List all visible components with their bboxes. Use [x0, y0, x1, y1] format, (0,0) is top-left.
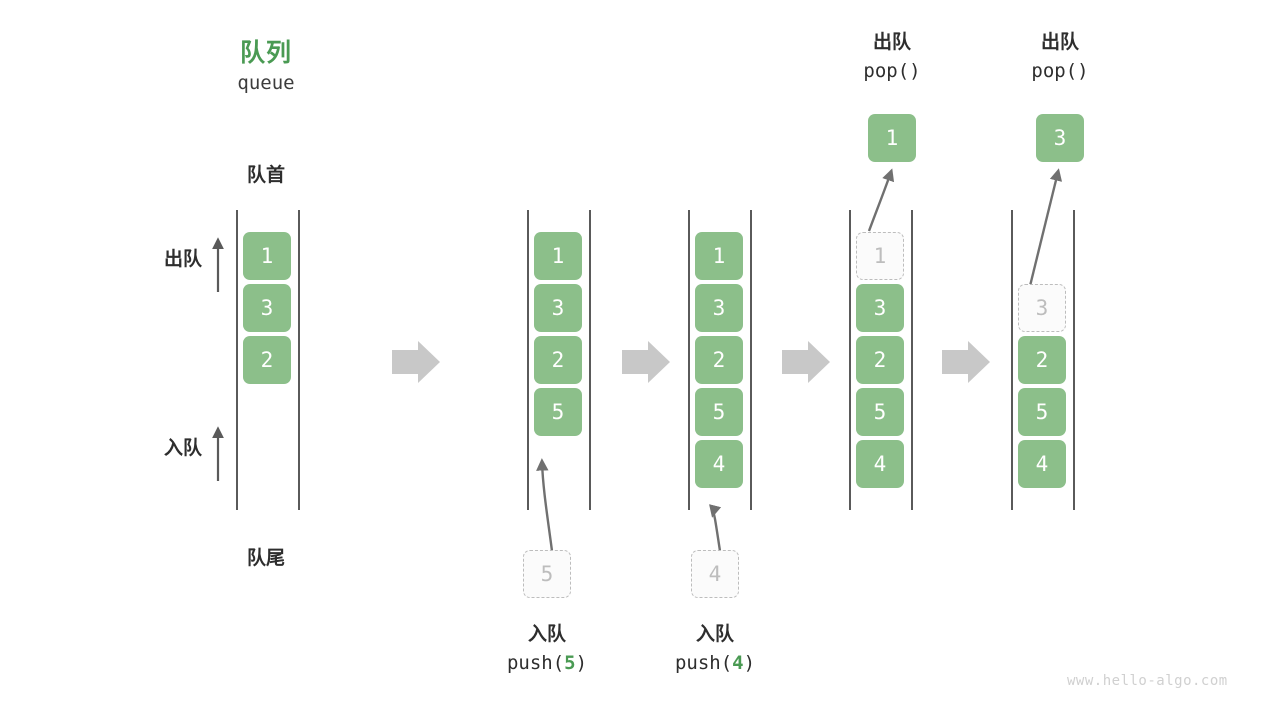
- step-arrow-1: [392, 341, 440, 383]
- queue-cell: 2: [1018, 336, 1066, 384]
- pop-arrow-3: [1028, 168, 1063, 287]
- queue-cell: 1: [695, 232, 743, 280]
- queue-cell: 5: [1018, 388, 1066, 436]
- page-title: 队列: [239, 38, 292, 67]
- rail-left: [688, 210, 690, 510]
- rail-right: [911, 210, 913, 510]
- queue-cell: 2: [695, 336, 743, 384]
- queue-cell: 4: [856, 440, 904, 488]
- popped-cell: 1: [868, 114, 916, 162]
- incoming-cell: 5: [523, 550, 571, 598]
- pop-arrow-1: [867, 168, 895, 232]
- queue-cell: 3: [243, 284, 291, 332]
- queue-cell-ghost: 3: [1018, 284, 1066, 332]
- push-arrow-5: [536, 458, 554, 552]
- pop-caption-cn: 出队: [872, 31, 911, 53]
- queue-cell-ghost: 1: [856, 232, 904, 280]
- watermark: www.hello-algo.com: [1067, 673, 1228, 689]
- pop-code-suffix: ): [909, 60, 921, 83]
- push-code-prefix: push(: [506, 652, 565, 675]
- push-caption-5: 入队 push(5): [467, 620, 627, 679]
- queue-front-label: 队首: [246, 164, 285, 186]
- pop-code-prefix: pop(: [1031, 60, 1078, 83]
- push-code-arg: 4: [732, 652, 744, 675]
- page-subtitle: queue: [237, 72, 295, 94]
- push-code-prefix: push(: [674, 652, 733, 675]
- push-caption-4: 入队 push(4): [635, 620, 795, 679]
- queue-cell: 2: [243, 336, 291, 384]
- queue-rear-label: 队尾: [246, 547, 285, 569]
- rail-left: [849, 210, 851, 510]
- enqueue-direction-label: 入队: [163, 437, 202, 459]
- step-arrow-2: [622, 341, 670, 383]
- push-code-arg: 5: [564, 652, 576, 675]
- pop-caption-3: 出队 pop(): [980, 28, 1140, 87]
- queue-cell: 2: [534, 336, 582, 384]
- rail-right: [298, 210, 300, 510]
- rail-left: [1011, 210, 1013, 510]
- push-code-suffix: ): [743, 652, 756, 675]
- queue-cell: 1: [243, 232, 291, 280]
- push-caption-code: push(5): [467, 649, 627, 678]
- push-caption-cn: 入队: [527, 623, 566, 645]
- pop-code-suffix: ): [1077, 60, 1089, 83]
- push-caption-code: push(4): [635, 649, 795, 678]
- pop-caption-1: 出队 pop(): [812, 28, 972, 87]
- rail-right: [750, 210, 752, 510]
- rail-left: [236, 210, 238, 510]
- queue-cell: 4: [1018, 440, 1066, 488]
- queue-cell: 5: [695, 388, 743, 436]
- push-arrow-4: [709, 504, 722, 552]
- rail-right: [1073, 210, 1075, 510]
- push-caption-cn: 入队: [695, 623, 734, 645]
- queue-cell: 3: [695, 284, 743, 332]
- queue-cell: 2: [856, 336, 904, 384]
- queue-cell: 1: [534, 232, 582, 280]
- dequeue-direction-label: 出队: [163, 248, 202, 270]
- queue-cell: 4: [695, 440, 743, 488]
- pop-caption-code: pop(): [812, 57, 972, 86]
- pop-code-prefix: pop(: [863, 60, 910, 83]
- rail-right: [589, 210, 591, 510]
- queue-cell: 5: [534, 388, 582, 436]
- queue-cell: 3: [856, 284, 904, 332]
- queue-cell: 5: [856, 388, 904, 436]
- queue-cell: 3: [534, 284, 582, 332]
- step-arrow-3: [782, 341, 830, 383]
- rail-left: [527, 210, 529, 510]
- pop-caption-cn: 出队: [1040, 31, 1079, 53]
- step-arrow-4: [942, 341, 990, 383]
- pop-caption-code: pop(): [980, 57, 1140, 86]
- popped-cell: 3: [1036, 114, 1084, 162]
- incoming-cell: 4: [691, 550, 739, 598]
- push-code-suffix: ): [575, 652, 588, 675]
